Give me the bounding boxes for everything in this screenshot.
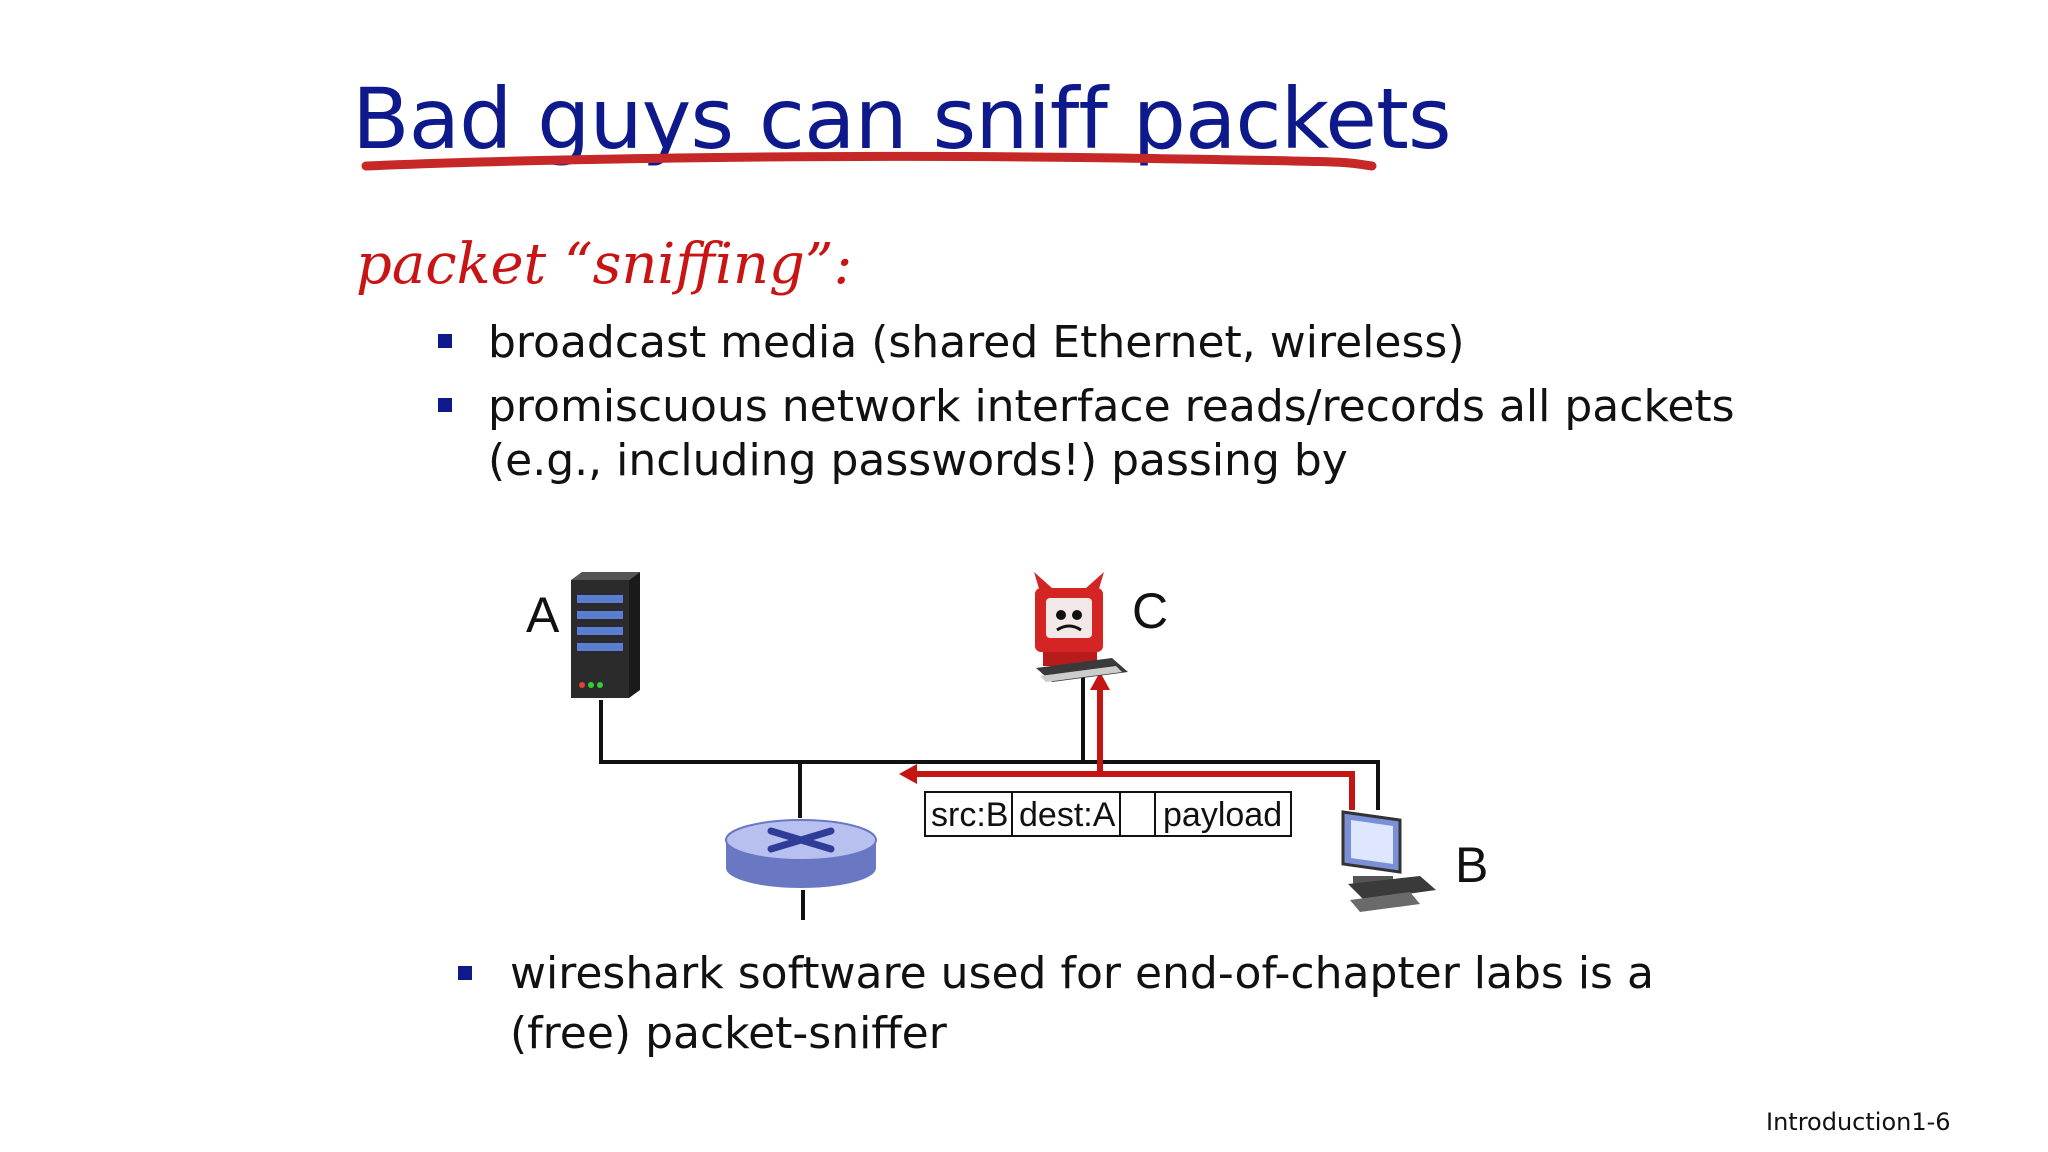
bullet-text: wireshark software used for end-of-chapt… (510, 948, 1654, 1059)
bottom-bullet-list: wireshark software used for end-of-chapt… (458, 944, 1708, 1064)
section-subtitle: packet “sniffing”: (356, 232, 853, 297)
bullet-text: promiscuous network interface reads/reco… (488, 381, 1735, 486)
bullet-text: broadcast media (shared Ethernet, wirele… (488, 317, 1465, 368)
slide-title: Bad guys can sniff packets (352, 70, 1452, 168)
node-label-c: C (1132, 583, 1168, 639)
slide-footer: Introduction1-6 (1766, 1108, 1951, 1136)
arrow-head-left-icon (899, 764, 917, 784)
packet-box: src:B dest:A payload (924, 791, 1292, 837)
bullet-item: wireshark software used for end-of-chapt… (458, 944, 1708, 1064)
server-icon (571, 572, 640, 698)
router-icon (725, 819, 877, 888)
bad-guy-computer-icon (1034, 572, 1128, 682)
bullet-square-icon (438, 334, 452, 348)
title-underline (361, 151, 1377, 171)
sniff-path (915, 688, 1355, 810)
bullet-square-icon (458, 966, 472, 980)
packet-src-field: src:B (931, 796, 1008, 834)
node-label-b: B (1455, 837, 1488, 893)
packet-dest-field: dest:A (1019, 796, 1116, 834)
bullet-item: promiscuous network interface reads/reco… (438, 380, 1738, 488)
bullet-list: broadcast media (shared Ethernet, wirele… (438, 316, 1738, 498)
network-wires (599, 676, 1380, 920)
node-label-a: A (526, 587, 560, 643)
bullet-item: broadcast media (shared Ethernet, wirele… (438, 316, 1738, 370)
bullet-square-icon (438, 398, 452, 412)
desktop-computer-icon (1341, 810, 1436, 912)
packet-payload-field: payload (1163, 796, 1282, 834)
arrow-head-up-icon (1090, 672, 1110, 690)
